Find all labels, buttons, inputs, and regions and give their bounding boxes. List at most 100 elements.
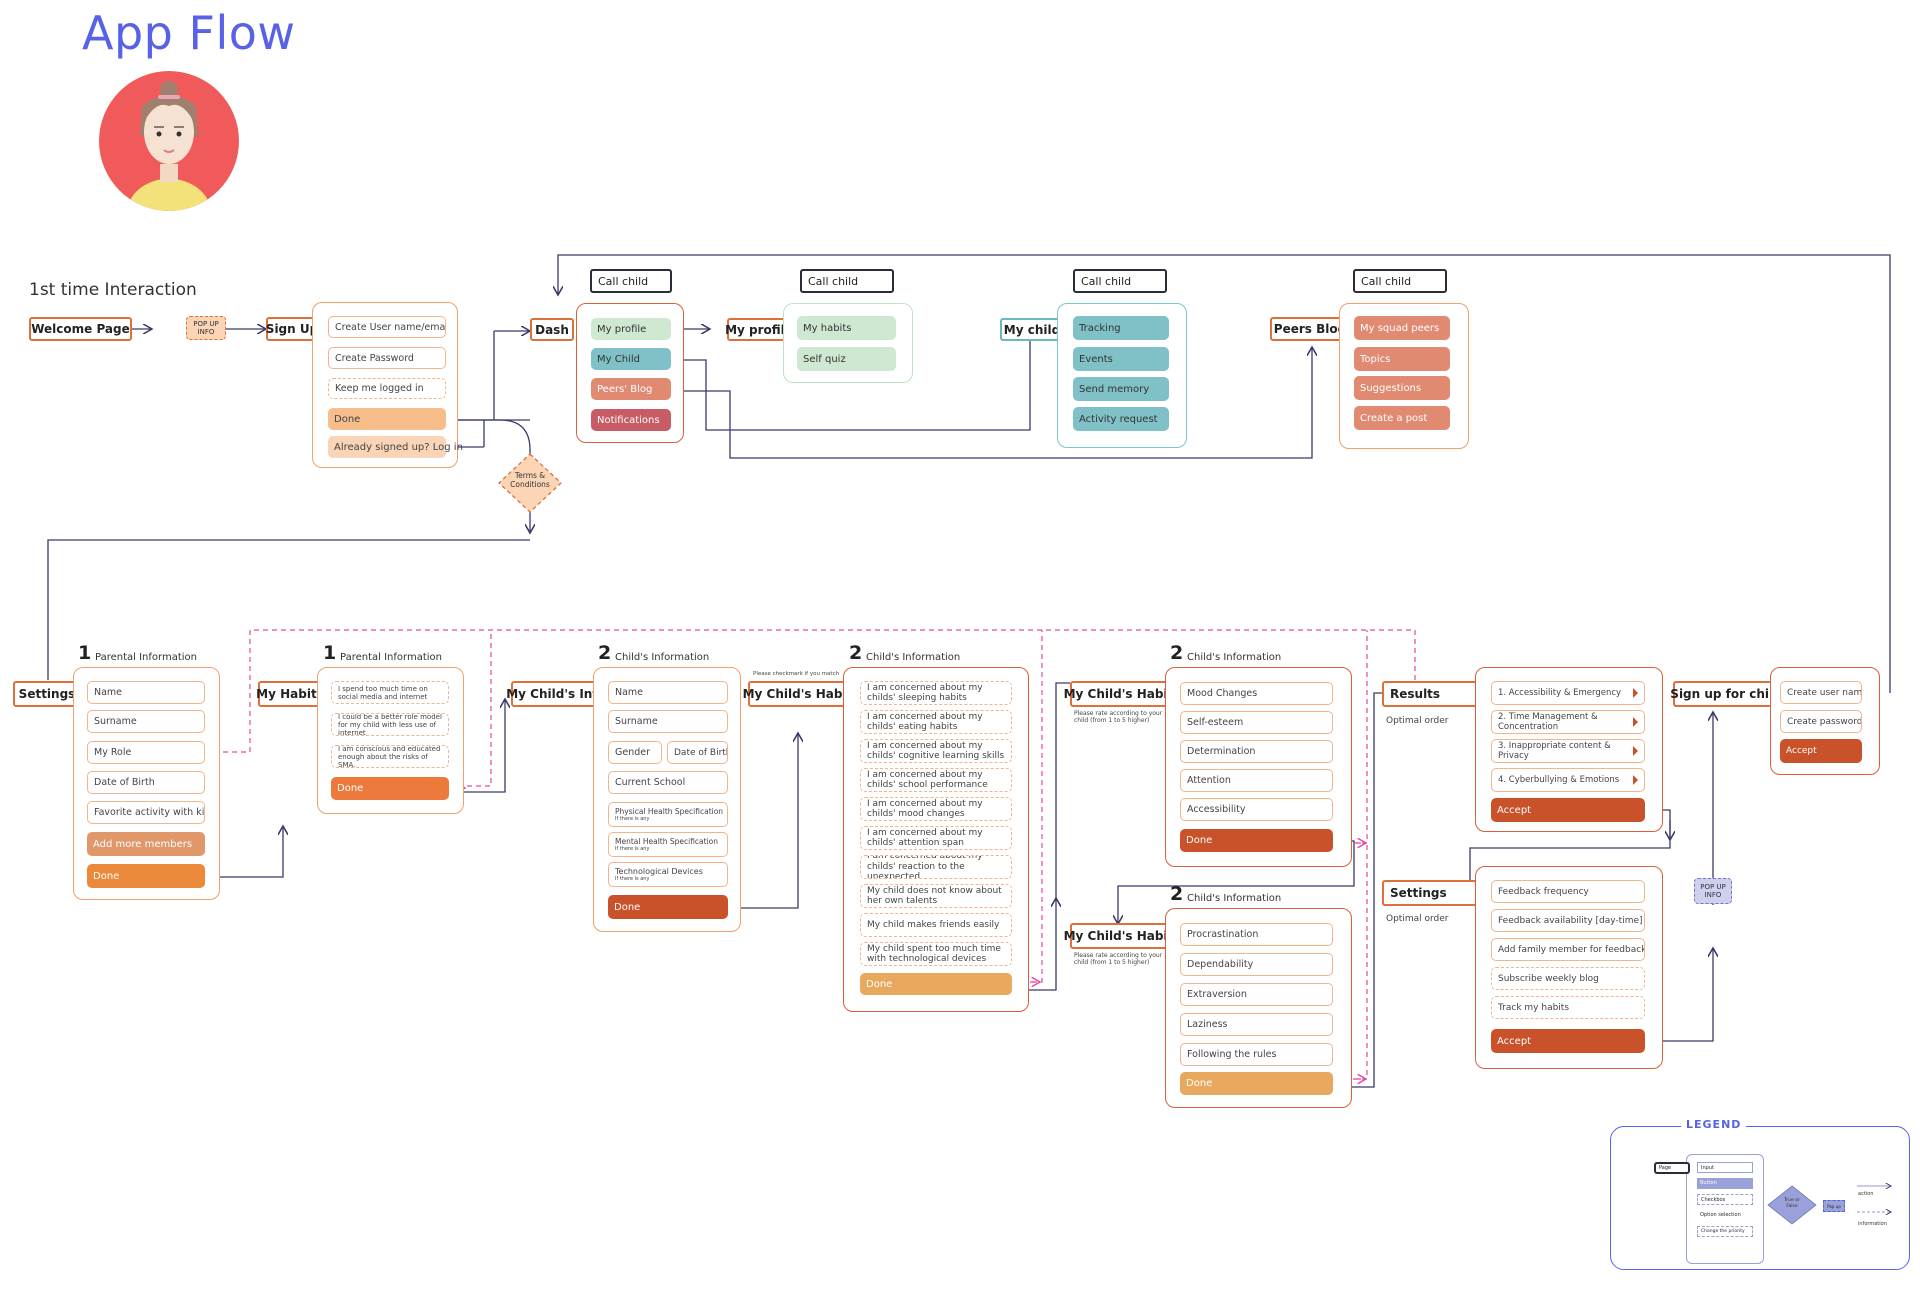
signup-node[interactable]: Sign Up: [266, 317, 318, 341]
rating-field[interactable]: Extraversion: [1180, 983, 1333, 1006]
child-username-field[interactable]: Create user name: [1780, 681, 1862, 704]
rating-field[interactable]: Determination: [1180, 740, 1333, 763]
results-accept-button[interactable]: Accept: [1491, 798, 1645, 822]
child-habits-node[interactable]: My Child's Habits: [1064, 923, 1180, 949]
chevron-right-icon[interactable]: [1633, 775, 1638, 785]
create-post-button[interactable]: Create a post: [1354, 406, 1450, 430]
popup-info-node[interactable]: POP UP INFO: [1694, 878, 1732, 904]
child-dob-field[interactable]: Date of Birth: [667, 741, 728, 764]
settings-option[interactable]: Track my habits: [1491, 996, 1645, 1019]
peers-blog-node[interactable]: Peers Blog: [1270, 317, 1350, 341]
suggestions-button[interactable]: Suggestions: [1354, 376, 1450, 400]
rating-done-button[interactable]: Done: [1180, 1072, 1333, 1095]
tech-devices-field[interactable]: Technological Devices If there is any: [608, 862, 728, 887]
settings-option[interactable]: Feedback frequency: [1491, 880, 1645, 903]
priority-item[interactable]: 2. Time Management & Concentration: [1491, 710, 1645, 734]
concern-checkbox[interactable]: I am concerned about my childs' reaction…: [860, 855, 1012, 879]
rating-field[interactable]: Accessibility: [1180, 798, 1333, 821]
welcome-page-node[interactable]: Welcome Page: [29, 317, 132, 341]
priority-item[interactable]: 1. Accessibility & Emergency: [1491, 681, 1645, 705]
surname-field[interactable]: Surname: [87, 710, 205, 733]
results-node[interactable]: Results: [1382, 681, 1486, 707]
tracking-button[interactable]: Tracking: [1073, 316, 1169, 340]
rating-done-button[interactable]: Done: [1180, 829, 1333, 852]
self-quiz-button[interactable]: Self quiz: [797, 347, 896, 371]
squad-peers-button[interactable]: My squad peers: [1354, 316, 1450, 340]
add-members-button[interactable]: Add more members: [87, 832, 205, 856]
popup-info-node[interactable]: POP UP INFO: [186, 316, 226, 340]
dob-field[interactable]: Date of Birth: [87, 771, 205, 794]
name-field[interactable]: Name: [87, 681, 205, 704]
events-button[interactable]: Events: [1073, 347, 1169, 371]
rating-field[interactable]: Following the rules: [1180, 1043, 1333, 1066]
dash-my-child[interactable]: My Child: [591, 348, 671, 370]
rating-field[interactable]: Self-esteem: [1180, 711, 1333, 734]
signup-done-button[interactable]: Done: [328, 408, 446, 430]
child-password-field[interactable]: Create password: [1780, 710, 1862, 733]
settings-option[interactable]: Subscribe weekly blog: [1491, 967, 1645, 990]
send-memory-button[interactable]: Send memory: [1073, 377, 1169, 401]
child-habits-node[interactable]: My Child's Habits: [743, 681, 859, 707]
call-child-button[interactable]: Call child: [590, 269, 672, 293]
settings-node[interactable]: Settings: [1382, 880, 1486, 906]
rating-field[interactable]: Attention: [1180, 769, 1333, 792]
concern-checkbox[interactable]: I am concerned about my childs' sleeping…: [860, 681, 1012, 705]
settings-node[interactable]: Settings: [13, 681, 81, 707]
school-field[interactable]: Current School: [608, 771, 728, 794]
child-info-node[interactable]: My Child's Info: [506, 681, 606, 707]
settings-accept-button[interactable]: Accept: [1491, 1029, 1645, 1053]
dash-node[interactable]: Dash: [530, 318, 574, 341]
role-field[interactable]: My Role: [87, 741, 205, 764]
activity-request-button[interactable]: Activity request: [1073, 407, 1169, 431]
settings-option[interactable]: Feedback availability [day-time]: [1491, 909, 1645, 932]
concern-checkbox[interactable]: I am concerned about my childs' eating h…: [860, 710, 1012, 734]
signup-child-accept-button[interactable]: Accept: [1780, 739, 1862, 763]
chevron-right-icon[interactable]: [1633, 688, 1638, 698]
habit-checkbox[interactable]: I spend too much time on social media an…: [331, 681, 449, 704]
rating-field[interactable]: Laziness: [1180, 1013, 1333, 1036]
call-child-button[interactable]: Call child: [1353, 269, 1447, 293]
child-surname-field[interactable]: Surname: [608, 710, 728, 733]
call-child-button[interactable]: Call child: [1073, 269, 1167, 293]
concern-checkbox[interactable]: I am concerned about my childs' school p…: [860, 768, 1012, 792]
child-habits-node[interactable]: My Child's Habits: [1064, 681, 1180, 707]
login-link[interactable]: Already signed up? Log in: [328, 436, 463, 458]
my-child-node[interactable]: My child: [1000, 318, 1064, 341]
password-field[interactable]: Create Password: [328, 347, 446, 369]
gender-field[interactable]: Gender: [608, 741, 662, 764]
username-field[interactable]: Create User name/email: [328, 316, 446, 338]
concern-checkbox[interactable]: I am concerned about my childs' attentio…: [860, 826, 1012, 850]
concern-checkbox[interactable]: My child does not know about her own tal…: [860, 884, 1012, 908]
settings-done-button[interactable]: Done: [87, 864, 205, 888]
signup-child-node[interactable]: Sign up for child: [1670, 681, 1782, 707]
my-profile-node[interactable]: My profile: [725, 318, 793, 341]
concern-checkbox[interactable]: My child spent too much time with techno…: [860, 942, 1012, 966]
priority-item[interactable]: 4. Cyberbullying & Emotions: [1491, 768, 1645, 792]
habit-checkbox[interactable]: I am conscious and educated enough about…: [331, 745, 449, 768]
rating-field[interactable]: Mood Changes: [1180, 682, 1333, 705]
topics-button[interactable]: Topics: [1354, 347, 1450, 371]
habit-checkbox[interactable]: I could be a better role model for my ch…: [331, 713, 449, 736]
habits-done-button[interactable]: Done: [331, 777, 449, 800]
priority-item[interactable]: 3. Inappropriate content & Privacy: [1491, 739, 1645, 763]
mental-health-field[interactable]: Mental Health Specification If there is …: [608, 832, 728, 857]
physical-health-field[interactable]: Physical Health Specification If there i…: [608, 802, 728, 827]
rating-field[interactable]: Procrastination: [1180, 923, 1333, 946]
dash-my-profile[interactable]: My profile: [591, 318, 671, 340]
concern-checkbox[interactable]: My child makes friends easily: [860, 913, 1012, 937]
settings-option[interactable]: Add family member for feedback: [1491, 938, 1645, 961]
favorite-activity-field[interactable]: Favorite activity with kid: [87, 801, 205, 824]
concern-checkbox[interactable]: I am concerned about my childs' mood cha…: [860, 797, 1012, 821]
my-habits-node[interactable]: My Habits: [256, 681, 324, 707]
chevron-right-icon[interactable]: [1633, 746, 1638, 756]
concern-checkbox[interactable]: I am concerned about my childs' cognitiv…: [860, 739, 1012, 763]
my-habits-button[interactable]: My habits: [797, 316, 896, 340]
dash-peers-blog[interactable]: Peers' Blog: [591, 378, 671, 400]
keep-logged-checkbox[interactable]: Keep me logged in: [328, 378, 446, 399]
chevron-right-icon[interactable]: [1633, 717, 1638, 727]
call-child-button[interactable]: Call child: [800, 269, 894, 293]
child-info-done-button[interactable]: Done: [608, 895, 728, 919]
child-name-field[interactable]: Name: [608, 681, 728, 704]
dash-notifications[interactable]: Notifications: [591, 409, 671, 431]
rating-field[interactable]: Dependability: [1180, 953, 1333, 976]
